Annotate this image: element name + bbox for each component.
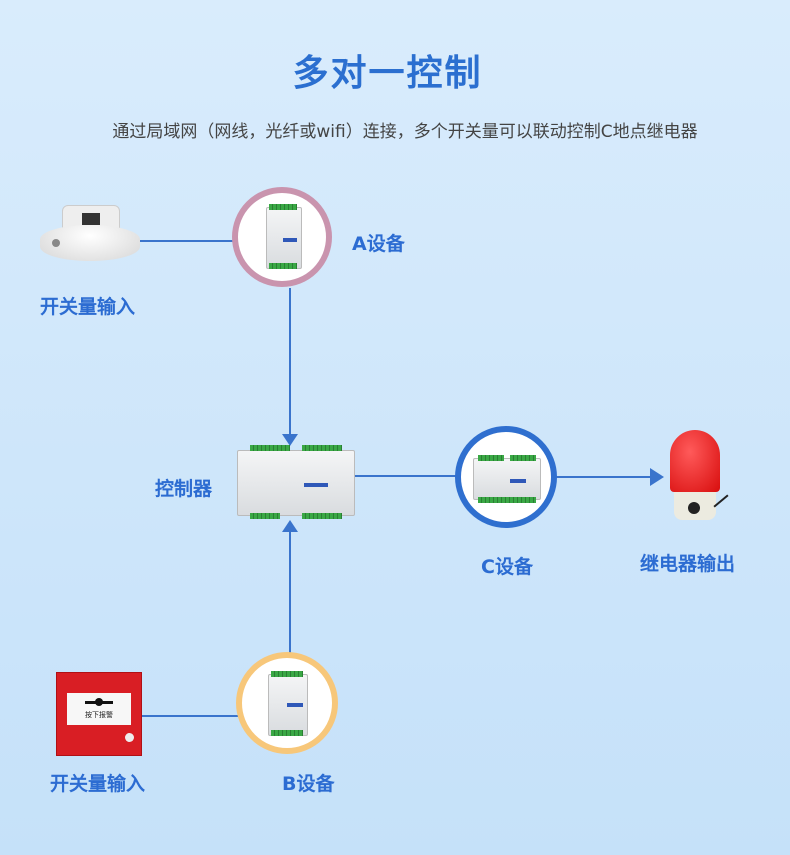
connector-input-b bbox=[140, 715, 238, 717]
connector-controller-c bbox=[353, 475, 457, 477]
device-b-module bbox=[268, 671, 308, 736]
call-point-text: 按下报警 bbox=[85, 711, 113, 719]
device-b-label: B设备 bbox=[282, 773, 335, 795]
page-title: 多对一控制 bbox=[292, 53, 483, 94]
controller-label: 控制器 bbox=[155, 478, 213, 500]
arrow-right-icon bbox=[650, 468, 664, 486]
smoke-detector-icon bbox=[40, 205, 140, 267]
input-bottom-label: 开关量输入 bbox=[50, 773, 146, 795]
subtitle: 通过局域网（网线，光纤或wifi）连接，多个开关量可以联动控制C地点继电器 bbox=[112, 122, 698, 142]
device-b-ring bbox=[236, 652, 338, 754]
connector-input-a bbox=[140, 240, 234, 242]
device-a-ring bbox=[232, 187, 332, 287]
input-top-label: 开关量输入 bbox=[40, 296, 136, 318]
connector-a-controller bbox=[289, 288, 291, 436]
arrow-up-icon bbox=[282, 520, 298, 532]
manual-call-point-icon: 按下报警 bbox=[56, 672, 142, 756]
device-a-label: A设备 bbox=[352, 233, 405, 255]
arrow-down-icon bbox=[282, 434, 298, 446]
device-c-module bbox=[473, 455, 541, 503]
connector-c-output bbox=[556, 476, 652, 478]
device-c-label: C设备 bbox=[481, 556, 533, 578]
connector-b-controller bbox=[289, 530, 291, 654]
output-label: 继电器输出 bbox=[640, 553, 736, 575]
controller-module bbox=[237, 445, 355, 519]
alarm-siren-icon bbox=[668, 430, 732, 526]
device-c-ring bbox=[455, 426, 557, 528]
device-a-module bbox=[266, 204, 302, 269]
